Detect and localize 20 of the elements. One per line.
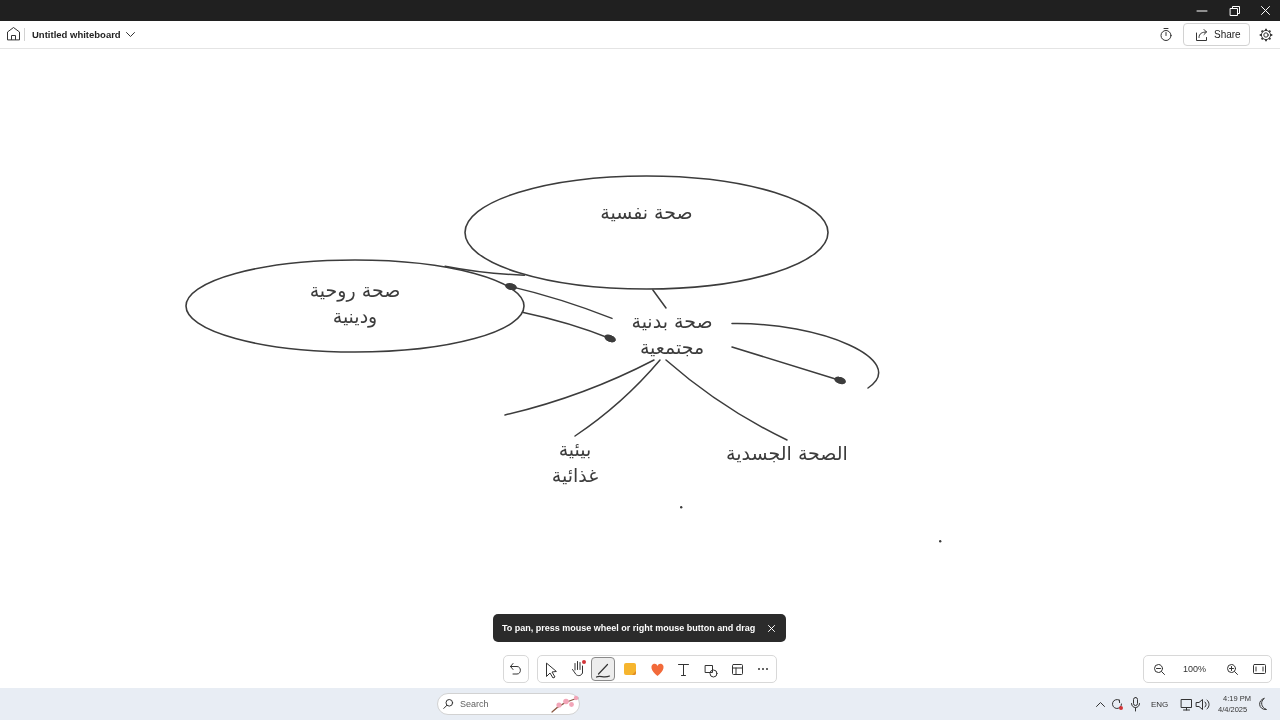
- connector-line: [731, 322, 880, 389]
- connector-line: [574, 359, 661, 437]
- connector-line: [665, 359, 788, 441]
- topic-ellipse: صحة نفسية: [464, 175, 829, 290]
- connector-line: [731, 346, 846, 385]
- topic-ellipse: صحة روحية ودينية: [185, 259, 525, 353]
- language-indicator: ENG: [1151, 699, 1169, 710]
- toast-notification: To pan, press mouse wheel or right mouse button and drag: [493, 614, 786, 642]
- search-box: Search: [437, 693, 580, 715]
- connector-line: [505, 282, 613, 320]
- document-title: Untitled whiteboard: [32, 28, 121, 42]
- connector-line: [444, 265, 526, 276]
- connector-line: [504, 359, 655, 416]
- connector-line: [652, 289, 667, 309]
- zoom-level: 100%: [1183, 663, 1207, 675]
- topic-label: بيئية غذائية: [545, 436, 605, 488]
- share-button: Share: [1183, 23, 1250, 46]
- connector-line: [522, 311, 616, 343]
- topic-label: صحة بدنية مجتمعية: [612, 308, 732, 360]
- topic-label: الصحة الجسدية: [712, 440, 862, 466]
